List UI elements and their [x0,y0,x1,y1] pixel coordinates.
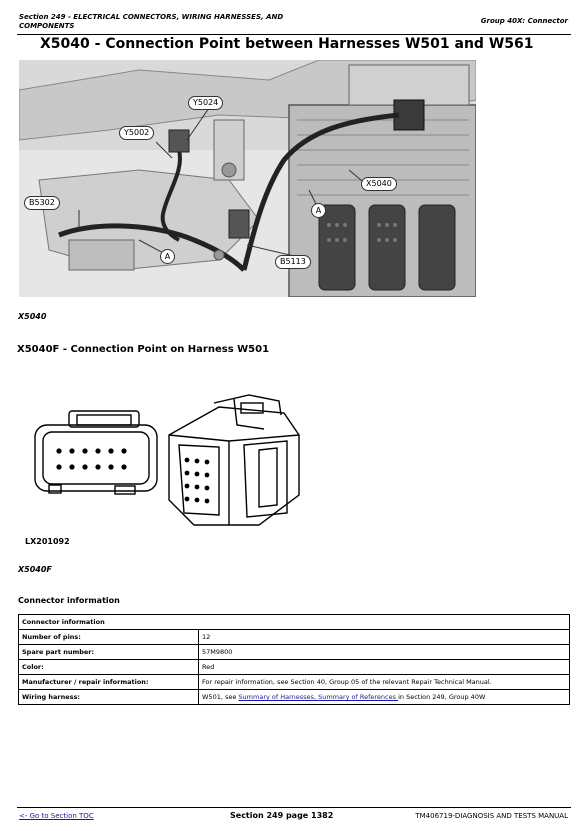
row-label: Manufacturer / repair information: [18,674,199,690]
table-row: Color: Red [18,659,570,675]
row-label: Number of pins: [18,629,199,645]
summary-of-harnesses-link[interactable]: Summary of Harnesses [238,693,314,701]
photo-caption: X5040 [18,312,47,321]
footer-divider [17,807,571,808]
table-row: Number of pins: 12 [18,629,570,645]
connector-subtitle: X5040F - Connection Point on Harness W50… [17,344,270,355]
row-value: 57M9800 [198,644,570,660]
footer-manual: TM406719-DIAGNOSIS AND TESTS MANUAL [415,812,568,820]
callout-b5302: B5302 [24,196,60,210]
callout-x5040: X5040 [361,177,397,191]
header-section: Section 249 - ELECTRICAL CONNECTORS, WIR… [19,13,284,30]
footer-page-number: Section 249 page 1382 [230,811,334,820]
wiring-harness-value: W501, see Summary of Harnesses, Summary … [198,689,570,705]
wiring-suffix: in Section 249, Group 40W [398,693,486,701]
header-group: Group 40X: Connector [480,17,568,25]
row-label: Color: [18,659,199,675]
connector-info-table: Connector information Number of pins: 12… [18,614,570,705]
harness-photo: Y5024 Y5002 B5302 X5040 B5113 A A [19,60,476,297]
callout-y5024: Y5024 [188,96,224,110]
figure-caption: X5040F [18,565,52,574]
table-heading: Connector information [18,614,570,630]
wiring-prefix: W501, see [202,693,239,701]
link-separator: , [313,693,319,701]
page-title: X5040 - Connection Point between Harness… [40,36,534,52]
table-row: Manufacturer / repair information: For r… [18,674,570,690]
table-row: Wiring harness: W501, see Summary of Har… [18,689,570,705]
row-value: 12 [198,629,570,645]
go-to-section-toc-link[interactable]: <- Go to Section TOC [19,812,94,820]
row-label: Wiring harness: [18,689,199,705]
callout-y5002: Y5002 [119,126,155,140]
connector-drawing [34,394,300,526]
summary-of-references-link[interactable]: Summary of References [318,693,399,701]
figure-code: LX201092 [25,537,70,546]
harness-photo-drawing [19,60,476,297]
connector-info-heading: Connector information [18,596,120,605]
table-row: Spare part number: 57M9800 [18,644,570,660]
row-label: Spare part number: [18,644,199,660]
callout-a-right: A [311,203,326,218]
row-value: Red [198,659,570,675]
callout-b5113: B5113 [275,255,311,269]
callout-a-left: A [160,249,175,264]
connector-figure [19,375,329,550]
header-divider [17,34,571,35]
row-value: For repair information, see Section 40, … [198,674,570,690]
